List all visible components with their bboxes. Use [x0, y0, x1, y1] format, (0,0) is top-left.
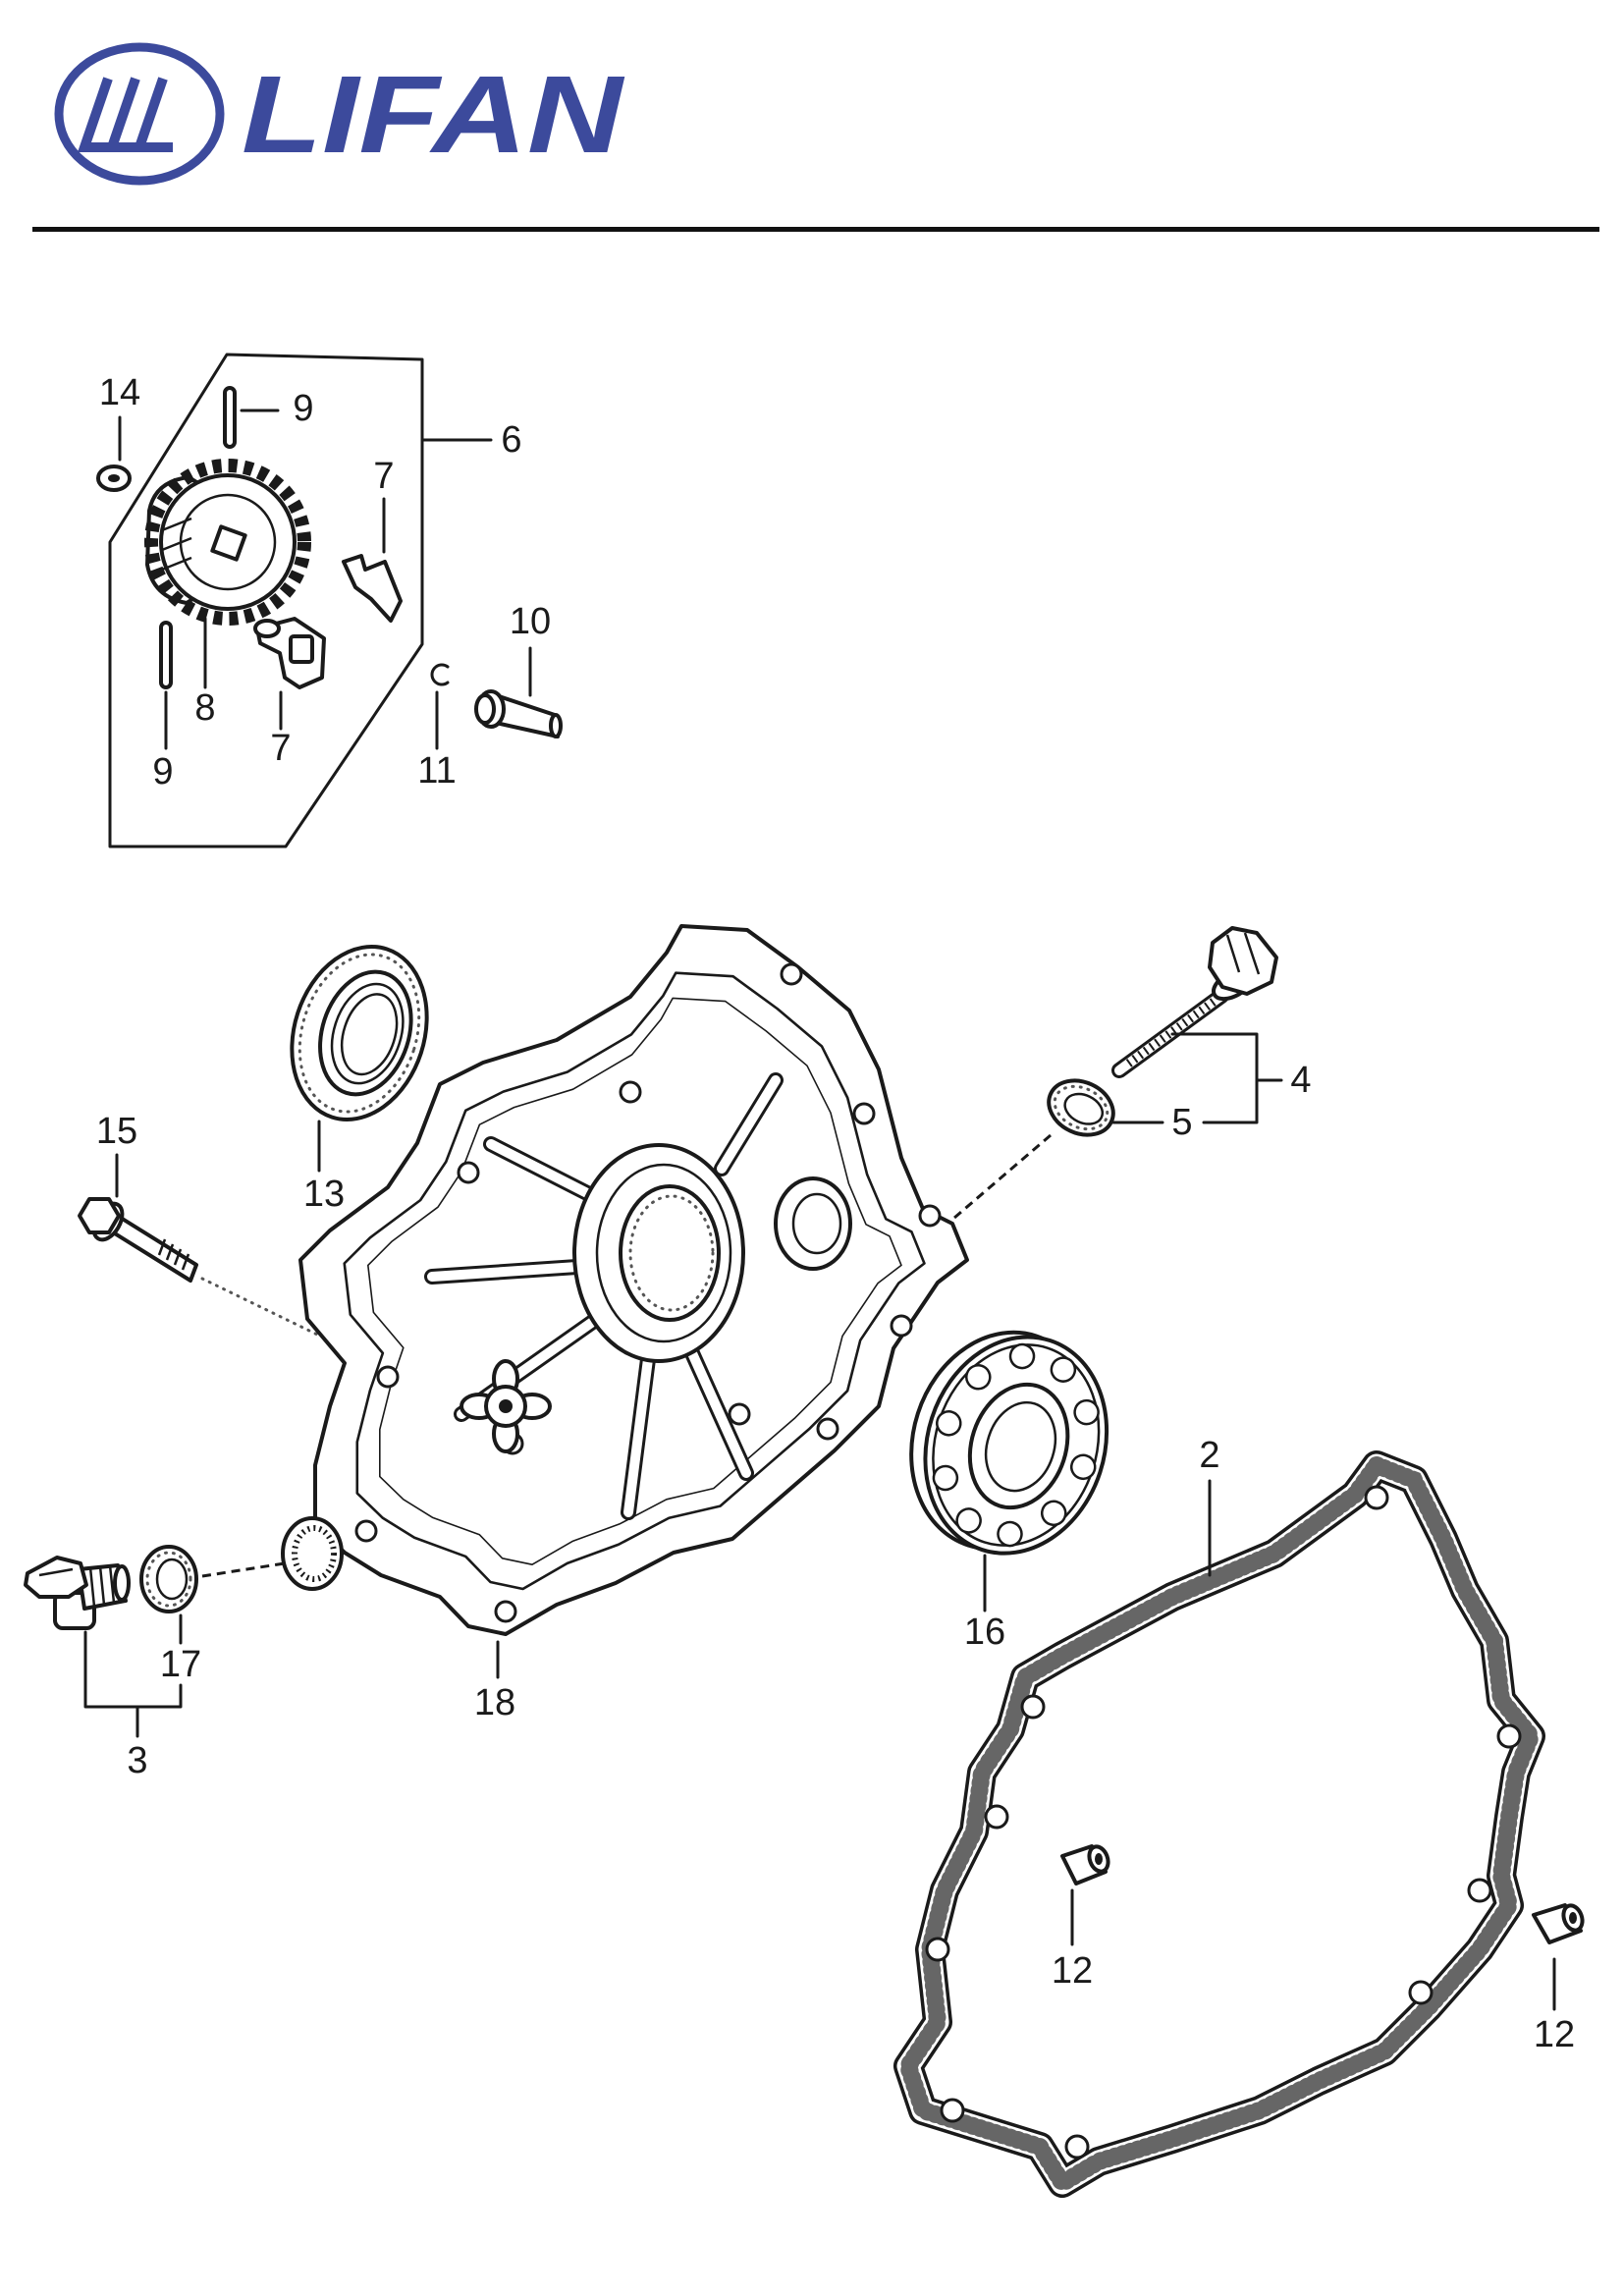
cover-governor-boss: [460, 1359, 552, 1453]
bearing-balls: [932, 1342, 1100, 1548]
callout-9-lower: 9: [152, 751, 173, 793]
callout-13: 13: [303, 1174, 345, 1215]
dowel-pin-12-b: [1532, 1903, 1585, 1944]
bracket-3-17: [83, 1613, 183, 1738]
drain-plug-3: [24, 1556, 131, 1630]
inset-frame: [108, 353, 424, 848]
gasket-bolt-holes: [925, 1485, 1522, 2159]
callout-8: 8: [194, 687, 215, 729]
callout-17: 17: [160, 1644, 201, 1685]
callout-15: 15: [96, 1111, 137, 1152]
callout-10: 10: [510, 601, 551, 642]
oil-seal-13: [290, 945, 429, 1121]
cover-ribs: [424, 1072, 784, 1520]
lifan-emblem-icon: [54, 42, 225, 186]
dowel-pin-12-a: [1060, 1844, 1110, 1886]
gasket-2: [908, 1465, 1531, 2183]
callout-7-upper: 7: [373, 456, 394, 497]
pin-9-upper: [223, 386, 237, 449]
cover-bolt-holes: [354, 962, 942, 1623]
washer-14: [96, 465, 132, 492]
drain-plug-path: [201, 1561, 286, 1578]
callout-4: 4: [1290, 1060, 1311, 1101]
callout-12-b: 12: [1534, 2014, 1575, 2055]
callout-12-a: 12: [1052, 1950, 1093, 1992]
callout-5: 5: [1171, 1102, 1192, 1143]
bracket-4-5: [1111, 1032, 1283, 1124]
callout-14: 14: [99, 372, 140, 413]
callout-labels: 14 9 6 7 10 8 7 9 11 15 13 4 5 16 2 3 17…: [96, 372, 1575, 2055]
callout-18: 18: [474, 1682, 515, 1723]
callout-9-upper: 9: [293, 388, 313, 429]
callout-16: 16: [964, 1612, 1005, 1653]
cover-drain-boss: [281, 1516, 344, 1591]
crankcase-cover-18: [281, 924, 969, 1636]
o-ring-5: [1047, 1078, 1115, 1137]
clip-7-upper: [342, 554, 403, 623]
bracket-7-lower: [253, 617, 326, 689]
callout-6: 6: [501, 419, 521, 461]
callout-11: 11: [417, 750, 456, 792]
oil-pump-inset: [96, 353, 563, 848]
pin-9-lower: [159, 621, 173, 689]
logo-text: LIFAN: [242, 53, 625, 176]
bolt-10: [474, 689, 563, 738]
callout-3: 3: [127, 1740, 147, 1781]
callout-7-lower: 7: [270, 728, 291, 769]
drain-washer-17: [139, 1545, 198, 1613]
header-divider: [32, 227, 1599, 232]
circlip-11: [430, 663, 450, 686]
callout-2: 2: [1199, 1435, 1219, 1476]
cover-bearing-bore: [572, 1143, 745, 1363]
oil-dipstick-4: [1111, 926, 1278, 1078]
flange-bolt-15: [78, 1197, 198, 1283]
dipstick-path: [953, 1133, 1052, 1220]
ball-bearing-16: [909, 1330, 1109, 1556]
header: LIFAN: [32, 42, 1599, 232]
oil-pump-gear-8: [144, 459, 311, 626]
cover-boss: [774, 1176, 852, 1271]
